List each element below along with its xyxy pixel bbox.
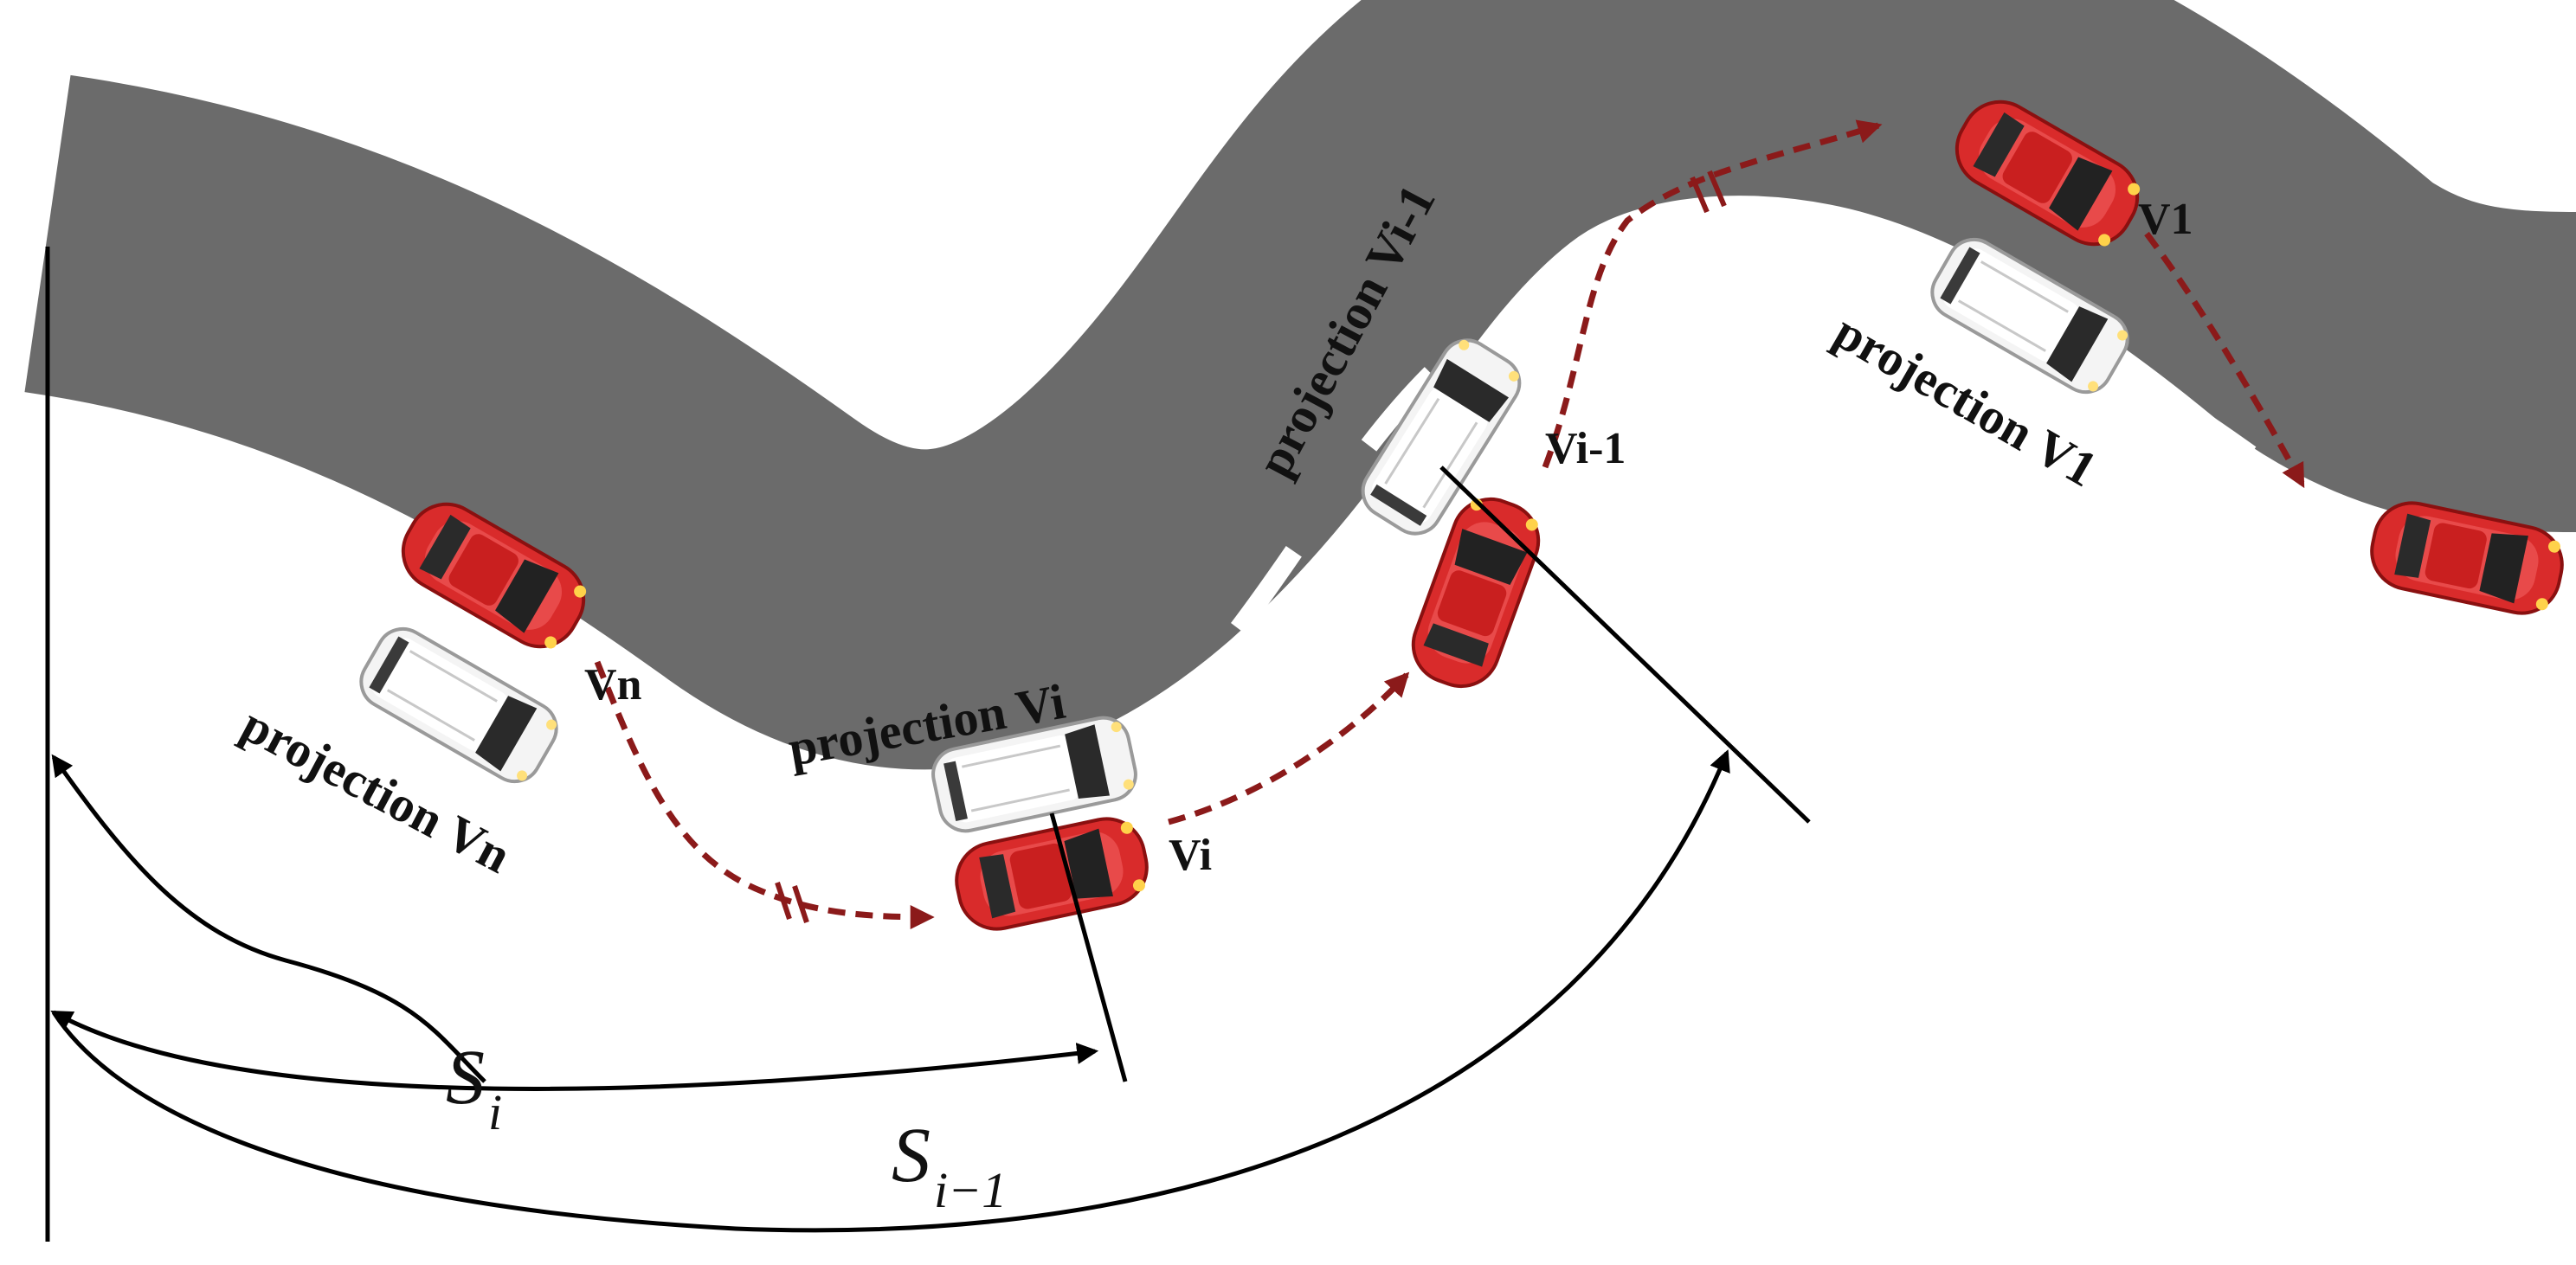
- arc-s-i-1: [51, 754, 486, 1083]
- symbol-s-i-1-sub: i−1: [934, 1162, 1007, 1218]
- symbol-s-i-1-main: S: [892, 1113, 931, 1198]
- label-vi-1: Vi-1: [1545, 424, 1626, 473]
- symbol-s-i: Si: [446, 1035, 502, 1140]
- vehicle-labels: Vn Vi Vi-1 V1: [584, 195, 2193, 880]
- label-vi: Vi: [1169, 831, 1212, 880]
- trajectory-vi-to-vi1: [1168, 671, 1410, 825]
- trajectory-v1-forward: [2144, 231, 2306, 489]
- projection-lines: [1049, 466, 1811, 1082]
- road-surface: [23, 0, 2576, 770]
- symbol-s-i-1: Si−1: [892, 1113, 1007, 1218]
- distance-symbols: Si Si−1: [446, 1035, 1007, 1218]
- symbol-s-i-sub: i: [488, 1084, 502, 1140]
- car-vi: [948, 810, 1156, 938]
- road-edge-mask: [48, 636, 1125, 1265]
- lane-marking: [46, 242, 2343, 851]
- road: [23, 0, 2576, 851]
- projection-line-vi: [1049, 812, 1128, 1082]
- projection-line-vi-1: [1439, 466, 1811, 824]
- symbol-s-i-main: S: [446, 1035, 485, 1121]
- arc-s-i: [50, 1010, 1099, 1091]
- distance-arcs: [50, 749, 1730, 1233]
- arc-s-i-1-main: [51, 749, 1730, 1233]
- label-v1: V1: [2138, 195, 2193, 244]
- trajectories: [594, 119, 2306, 929]
- label-vn: Vn: [584, 660, 642, 710]
- trajectory-ticks: [775, 170, 1727, 923]
- trajectory-vn-to-vi: [594, 660, 935, 929]
- trajectory-vi1-to-v1: [1542, 119, 1883, 469]
